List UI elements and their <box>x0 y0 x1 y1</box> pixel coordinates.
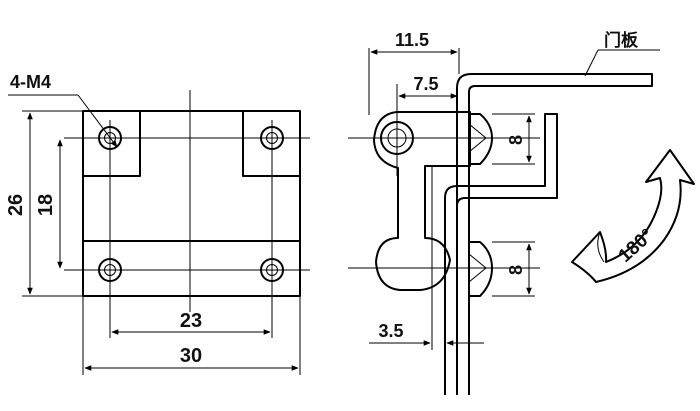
dim-thickness: 3.5 <box>369 321 484 346</box>
hole-callout-label: 4-M4 <box>10 72 51 92</box>
door-panel-callout: 门板 <box>584 30 660 77</box>
dim-height-overall-label: 26 <box>5 194 27 216</box>
front-view: 4-M4 26 18 23 30 <box>5 72 310 375</box>
dim-offset-inner-label: 7.5 <box>413 74 438 94</box>
dim-offset-inner: 7.5 <box>398 74 458 99</box>
mounting-holes <box>98 126 284 282</box>
dim-hole-spacing-horizontal-label: 23 <box>180 310 202 332</box>
rotation-indicator: 180° <box>571 149 695 283</box>
hinge-inner-leaf <box>140 110 244 176</box>
hinge-lower-body <box>82 176 301 297</box>
rotation-arrow-icon <box>571 149 695 283</box>
frame-bracket <box>444 113 558 395</box>
rotation-arrow-fold <box>597 231 605 263</box>
door-panel-label: 门板 <box>604 30 639 50</box>
hole-callout: 4-M4 <box>8 72 118 148</box>
side-view: 11.5 7.5 门板 8 8 <box>348 30 695 395</box>
screw-head-lower <box>468 241 493 297</box>
dim-knuckle-upper-label: 8 <box>506 135 526 145</box>
dim-knuckle-lower: 8 <box>492 241 535 297</box>
dim-offset-outer: 11.5 <box>368 30 460 115</box>
dim-hole-spacing-horizontal: 23 <box>111 310 271 335</box>
door-panel-plate <box>456 73 653 395</box>
dim-knuckle-lower-label: 8 <box>506 265 526 275</box>
center-lines <box>64 90 310 338</box>
dim-width-overall-label: 30 <box>180 345 202 367</box>
dim-offset-outer-label: 11.5 <box>395 30 429 50</box>
dim-thickness-label: 3.5 <box>378 321 403 341</box>
dim-hole-spacing-vertical-label: 18 <box>35 194 57 216</box>
side-center-lines <box>348 84 540 350</box>
dim-knuckle-upper: 8 <box>492 113 535 165</box>
dim-hole-spacing-vertical: 18 <box>35 139 63 269</box>
dim-height-overall: 26 <box>5 110 83 297</box>
screw-head-upper <box>468 113 493 165</box>
dim-width-overall: 30 <box>82 296 301 375</box>
